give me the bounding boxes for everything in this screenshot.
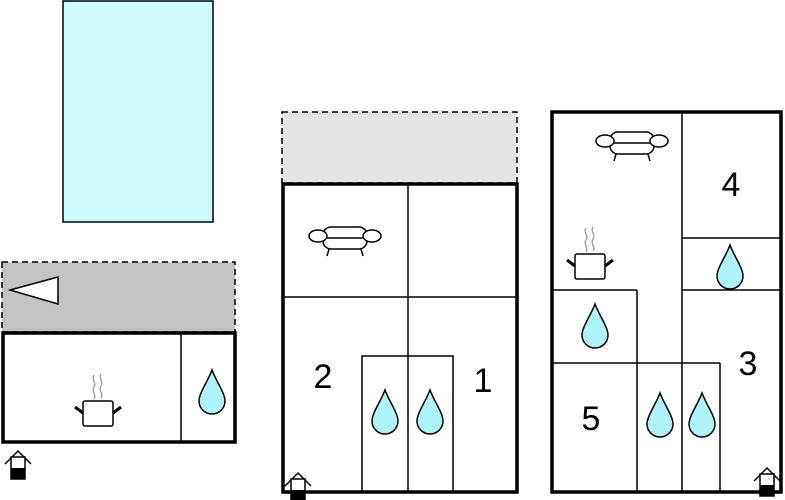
plan-ground-floor: 2 1 bbox=[281, 111, 519, 500]
entrance-icon bbox=[4, 450, 32, 480]
room-label: 1 bbox=[474, 362, 493, 400]
terrace bbox=[281, 111, 518, 184]
arrow-icon bbox=[7, 276, 59, 305]
pool bbox=[62, 0, 214, 223]
plan-annex bbox=[1, 261, 237, 480]
room-label: 4 bbox=[722, 166, 741, 204]
room-label: 5 bbox=[582, 400, 601, 438]
plan-upper-floor: 4 3 5 bbox=[550, 110, 783, 497]
room-label: 2 bbox=[314, 358, 333, 396]
annex-walls bbox=[1, 331, 237, 444]
room-label: 3 bbox=[739, 345, 758, 383]
